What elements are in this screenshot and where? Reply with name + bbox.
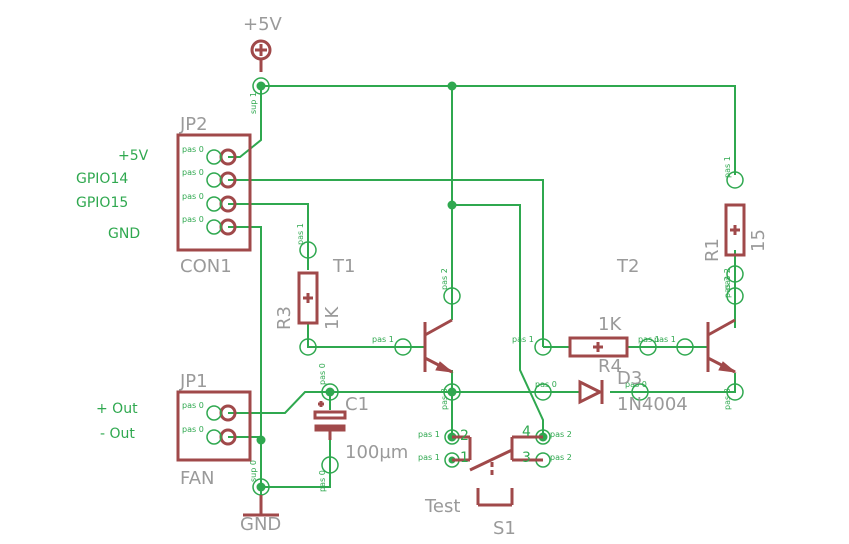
jp1-signal-2: - Out xyxy=(100,426,135,442)
svg-text:pas 0: pas 0 xyxy=(182,425,204,434)
vcc-supply-symbol: +5V sup 1 xyxy=(243,14,283,114)
svg-text:pas 1: pas 1 xyxy=(418,453,440,462)
svg-text:pas 1: pas 1 xyxy=(723,156,732,178)
resistor-r3: pas 1 R3 1K xyxy=(274,223,343,356)
s1-pin-3: 3 xyxy=(522,450,531,466)
svg-text:pas 3: pas 3 xyxy=(440,388,449,410)
d3-value: 1N4004 xyxy=(617,394,688,415)
resistor-r1: pas 1 pas 2 R1 15 xyxy=(702,156,769,298)
jp2-signal-1: +5V xyxy=(118,148,149,164)
vcc-pad-label: sup 1 xyxy=(249,92,258,114)
svg-text:pas 1: pas 1 xyxy=(296,223,305,245)
vcc-label: +5V xyxy=(243,14,283,35)
svg-text:pas 1: pas 1 xyxy=(654,335,676,344)
s1-pin-4: 4 xyxy=(522,424,531,440)
r4-value: 1K xyxy=(598,314,622,335)
jp1-signal-1: + Out xyxy=(96,401,138,417)
svg-text:pas 1: pas 1 xyxy=(418,430,440,439)
r1-name: R1 xyxy=(702,238,723,262)
r4-name: R4 xyxy=(598,356,622,377)
capacitor-c1: pas 0 pas 0 C1 100µm xyxy=(313,363,408,492)
svg-text:pas 0: pas 0 xyxy=(182,168,204,177)
r3-value: 1K xyxy=(322,306,343,330)
svg-text:pas 0: pas 0 xyxy=(318,470,327,492)
diode-d3: pas 0 pas 0 D3 1N4004 xyxy=(534,368,688,415)
svg-text:pas 0: pas 0 xyxy=(182,192,204,201)
svg-text:pas 2: pas 2 xyxy=(723,276,732,298)
s1-pin-2: 2 xyxy=(460,428,469,444)
s1-pin-1: 1 xyxy=(460,450,469,466)
resistor-r4: pas 1 pas 1 1K R4 xyxy=(512,314,660,377)
svg-text:pas 0: pas 0 xyxy=(182,215,204,224)
d3-name: D3 xyxy=(617,368,642,389)
svg-text:pas 2: pas 2 xyxy=(550,430,572,439)
t1-name: T1 xyxy=(332,256,355,277)
svg-text:pas 0: pas 0 xyxy=(182,145,204,154)
svg-text:pas 0: pas 0 xyxy=(535,380,557,389)
wires xyxy=(228,85,736,515)
jp1-value: FAN xyxy=(180,468,214,489)
svg-text:pas 0: pas 0 xyxy=(318,363,327,385)
svg-text:pas 1: pas 1 xyxy=(372,335,394,344)
transistor-t1: pas 1 pas 2 pas 3 T1 xyxy=(332,256,461,410)
jp1-name: JP1 xyxy=(179,371,208,392)
svg-text:pas 1: pas 1 xyxy=(512,335,534,344)
gnd-supply-symbol: GND sup 0 xyxy=(240,460,281,535)
gnd-label: GND xyxy=(240,514,281,535)
s1-name: S1 xyxy=(493,518,516,539)
gnd-pad-label: sup 0 xyxy=(249,460,258,482)
svg-text:pas 0: pas 0 xyxy=(182,401,204,410)
jp2-signal-2: GPIO14 xyxy=(76,171,128,187)
switch-s1: pas 1 pas 1 pas 2 pas 2 2 1 4 3 Test S1 xyxy=(418,424,572,539)
svg-text:pas 3: pas 3 xyxy=(723,388,732,410)
t2-name: T2 xyxy=(616,256,639,277)
svg-text:pas 2: pas 2 xyxy=(550,453,572,462)
jp1-connector: pas 0 pas 0 JP1 FAN + Out - Out xyxy=(96,371,252,489)
jp2-name: JP2 xyxy=(179,114,208,135)
svg-text:pas 2: pas 2 xyxy=(723,268,732,290)
c1-name: C1 xyxy=(345,394,369,415)
r3-name: R3 xyxy=(274,306,295,330)
svg-text:pas 1: pas 1 xyxy=(638,335,660,344)
jp2-value: CON1 xyxy=(180,256,232,277)
jp2-connector: pas 0 pas 0 pas 0 pas 0 JP2 CON1 +5V GPI… xyxy=(76,114,252,277)
r1-value: 15 xyxy=(748,229,769,252)
jp2-signal-3: GPIO15 xyxy=(76,195,128,211)
c1-value: 100µm xyxy=(345,442,408,463)
jp2-signal-4: GND xyxy=(108,226,140,242)
svg-text:pas 2: pas 2 xyxy=(440,268,449,290)
transistor-t2: pas 1 pas 2 pas 3 T2 xyxy=(616,256,744,410)
svg-text:pas 0: pas 0 xyxy=(625,380,647,389)
s1-value: Test xyxy=(424,496,460,517)
